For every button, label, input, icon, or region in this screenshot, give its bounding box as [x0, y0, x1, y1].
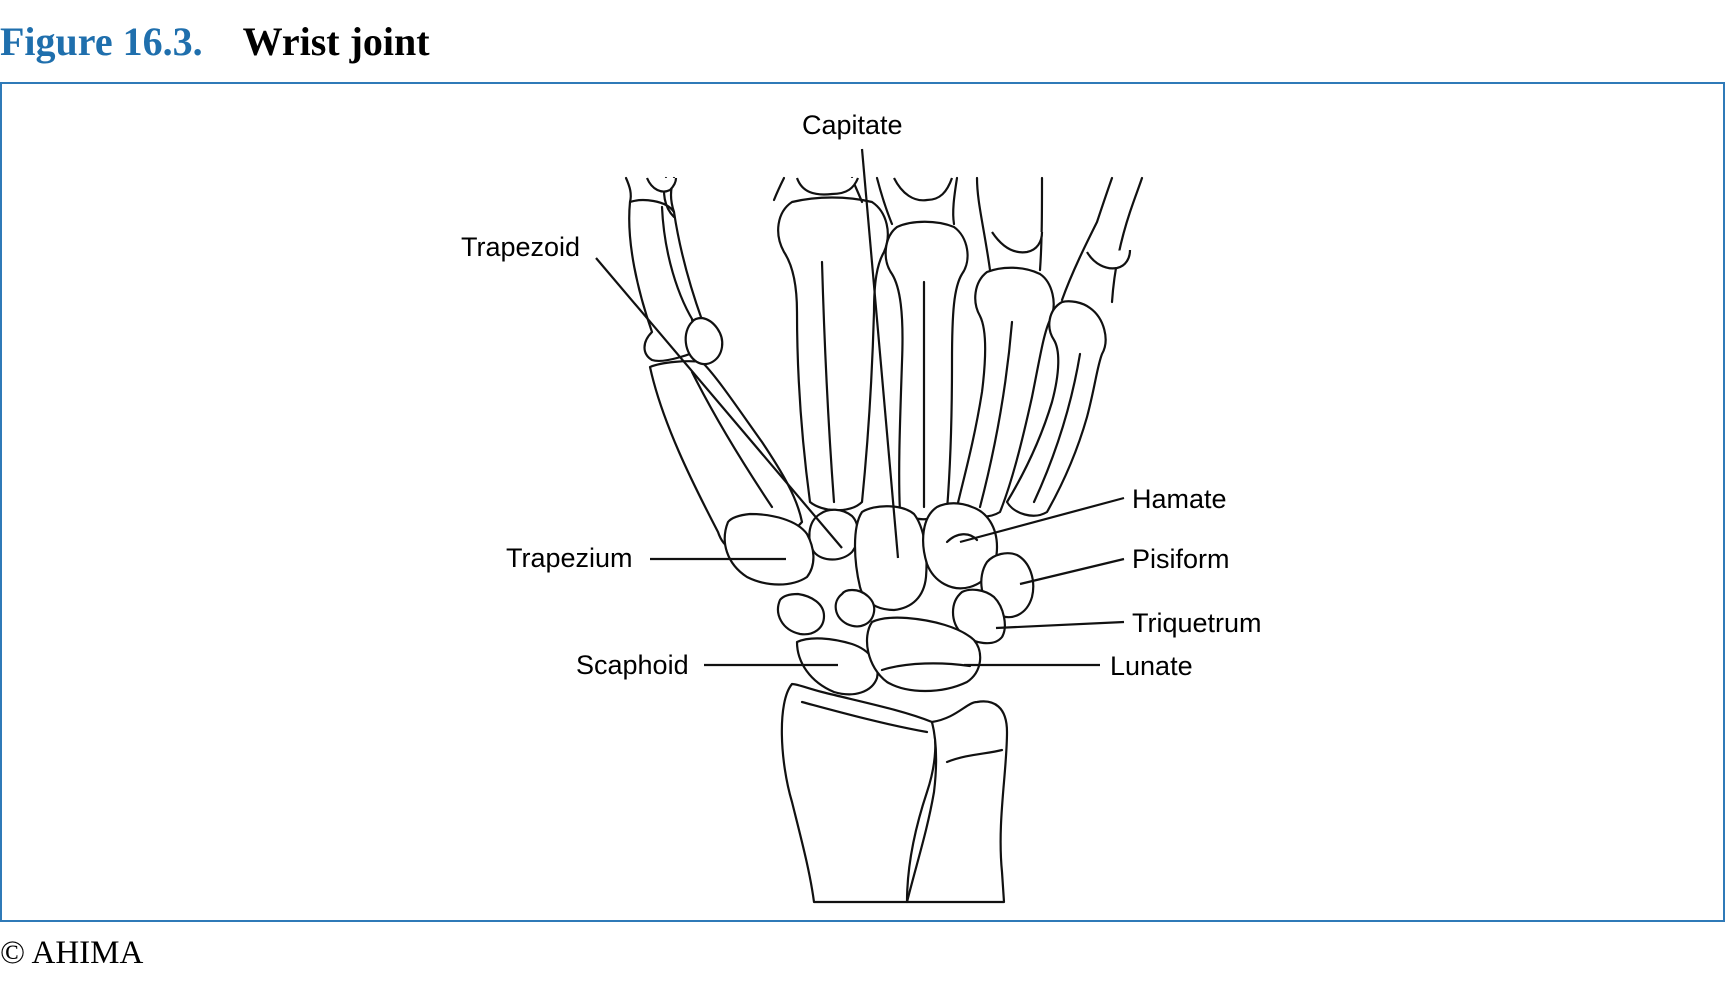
leader-triquetrum: [995, 620, 1125, 630]
ulna-bone: [905, 700, 1009, 904]
label-trapezoid: Trapezoid: [461, 232, 580, 262]
thumb-bones: [628, 199, 804, 552]
label-lunate: Lunate: [1110, 651, 1193, 681]
leader-hamate: [959, 496, 1125, 544]
carpal-bones: [723, 502, 1035, 696]
middle-metacarpal: [884, 220, 969, 521]
wrist-diagram: Capitate Trapezoid Hamate Trapezium Pisi…: [461, 110, 1262, 904]
index-metacarpal: [777, 196, 889, 512]
label-triquetrum: Triquetrum: [1132, 608, 1262, 638]
figure-frame: Capitate Trapezoid Hamate Trapezium Pisi…: [0, 82, 1725, 922]
figure-heading: Figure 16.3. Wrist joint: [0, 18, 430, 68]
little-metacarpal: [1005, 300, 1107, 517]
figure-title: Wrist joint: [242, 19, 430, 64]
leader-trapezoid: [595, 257, 843, 549]
figure-number: Figure 16.3.: [0, 19, 203, 64]
leader-capitate: [860, 148, 900, 559]
ring-metacarpal: [955, 266, 1055, 518]
label-pisiform: Pisiform: [1132, 544, 1230, 574]
label-trapezium: Trapezium: [506, 543, 633, 573]
copyright-notice: © AHIMA: [0, 935, 144, 971]
radius-bone: [780, 682, 937, 904]
finger-phalanges: [624, 176, 1144, 366]
bone-labels: Capitate Trapezoid Hamate Trapezium Pisi…: [461, 110, 1262, 681]
label-scaphoid: Scaphoid: [576, 650, 689, 680]
leader-pisiform: [1019, 557, 1125, 586]
label-hamate: Hamate: [1132, 484, 1227, 514]
label-capitate: Capitate: [802, 110, 903, 140]
leader-lines: [595, 148, 1125, 667]
